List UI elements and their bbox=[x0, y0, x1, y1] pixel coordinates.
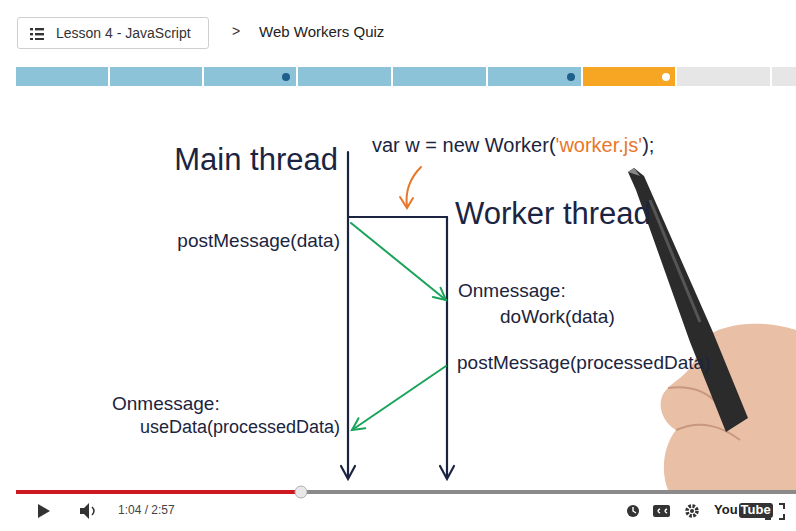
handler-label: Onmessage: bbox=[112, 393, 220, 415]
breadcrumb-text: Lesson 4 - JavaScript bbox=[56, 25, 191, 41]
code-line: var w = new Worker('worker.js'); bbox=[372, 134, 654, 157]
logo-part: Tube bbox=[739, 503, 773, 518]
thread-heading: Worker thread bbox=[455, 196, 651, 232]
spawn-arrow bbox=[400, 167, 421, 208]
message-arrows bbox=[351, 223, 446, 430]
youtube-logo: YouTube bbox=[714, 503, 773, 518]
thread-heading: Main thread bbox=[174, 142, 338, 178]
function-call: doWork(data) bbox=[500, 306, 615, 328]
video-time: 1:04 / 2:57 bbox=[118, 504, 175, 518]
breadcrumb-separator: > bbox=[232, 23, 240, 39]
breadcrumb-button: Lesson 4 - JavaScript bbox=[17, 17, 209, 49]
message-call: postMessage(data) bbox=[177, 230, 340, 252]
code-part: var w = new Worker( bbox=[372, 134, 556, 157]
video-controls bbox=[16, 486, 796, 519]
handler-label: Onmessage: bbox=[458, 280, 566, 302]
lesson-progress bbox=[16, 67, 796, 86]
page-title: Web Workers Quiz bbox=[259, 23, 384, 40]
logo-part: You bbox=[714, 503, 738, 518]
sequence-lifelines bbox=[341, 152, 454, 479]
code-part: 'worker.js' bbox=[556, 134, 643, 157]
hand-with-pen bbox=[628, 168, 796, 490]
code-part: ); bbox=[642, 134, 654, 157]
list-icon bbox=[30, 28, 44, 40]
function-call: useData(processedData) bbox=[140, 417, 340, 438]
message-call: postMessage(processedData) bbox=[457, 352, 710, 374]
